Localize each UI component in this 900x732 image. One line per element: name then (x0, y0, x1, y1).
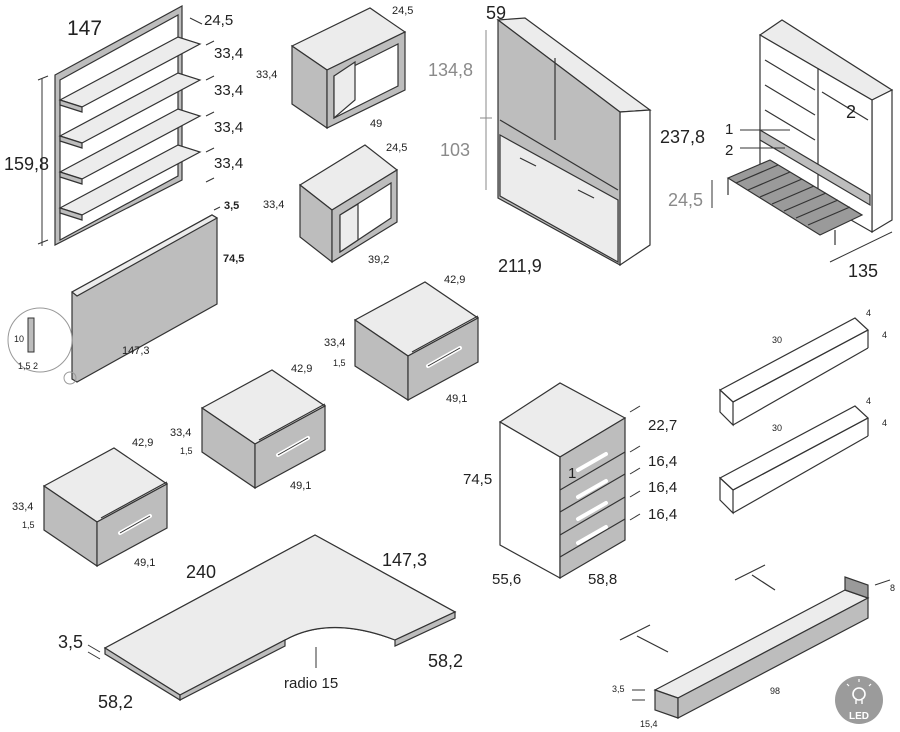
wallbed-width-label: 211,9 (498, 256, 542, 276)
headboard-width-label: 147,3 (122, 345, 150, 357)
cube2-width-label: 39,2 (368, 254, 389, 266)
led-shelf-height-label: 3,5 (612, 684, 625, 694)
drawer-unit-a (353, 281, 480, 402)
drawerB-depth-label: 42,9 (291, 363, 312, 375)
shelf-spacing-3: 33,4 (214, 119, 243, 136)
chest-depth-label: 55,6 (492, 571, 521, 588)
desk-right-side-label: 147,3 (382, 550, 427, 570)
chest-drawer-3-label: 16,4 (648, 479, 677, 496)
wall-bed-open (711, 19, 894, 263)
drawerC-offset-label: 1,5 (22, 520, 35, 530)
bed-callout-2: 2 (725, 142, 733, 159)
chest-of-drawers (498, 382, 641, 580)
desk-depth-right-label: 58,2 (428, 651, 463, 671)
drawerA-width-label: 49,1 (446, 393, 467, 405)
shelf-spacing-2: 33,4 (214, 82, 243, 99)
led-shelf-length-label: 98 (770, 686, 780, 696)
wallbed-total-height-label: 237,8 (660, 127, 705, 147)
headboard-height-label: 74,5 (223, 253, 244, 265)
led-floating-shelf (619, 564, 891, 719)
bed-depth-label: 135 (848, 261, 878, 281)
mounting-pins (619, 564, 776, 653)
wall-shelf-unit (37, 4, 215, 246)
cube2-height-label: 33,4 (263, 199, 284, 211)
chest-drawer-4-label: 16,4 (648, 506, 677, 523)
shelf-spacing-4: 33,4 (214, 155, 243, 172)
bed-slats (735, 164, 851, 226)
shelf-spacing-1: 33,4 (214, 45, 243, 62)
detail-a-label: 10 (14, 334, 24, 344)
wallbed-upper-height-label: 134,8 (428, 60, 473, 80)
corner-desk-top (87, 534, 457, 702)
bracket1-side-a-label: 4 (866, 308, 871, 318)
bracket2-side-b-label: 4 (882, 418, 887, 428)
headboard-panel (7, 206, 221, 385)
bracket2-length-label: 30 (772, 423, 782, 433)
drawerC-depth-label: 42,9 (132, 437, 153, 449)
drawer-unit-c (42, 447, 169, 568)
drawerA-offset-label: 1,5 (333, 358, 346, 368)
desk-thickness-label: 3,5 (58, 632, 83, 652)
desk-depth-left-label: 58,2 (98, 692, 133, 712)
drawerA-depth-label: 42,9 (444, 274, 465, 286)
desk-long-side-label: 240 (186, 562, 216, 582)
cube1-width-label: 49 (370, 118, 382, 130)
wallbed-lower-height-label: 103 (440, 140, 470, 160)
drawerB-width-label: 49,1 (290, 480, 311, 492)
chest-width-label: 58,8 (588, 571, 617, 588)
cube2-depth-label: 24,5 (386, 142, 407, 154)
detail-c-label: 2 (33, 361, 38, 371)
chest-drawer-1-label: 22,7 (648, 417, 677, 434)
cube1-depth-label: 24,5 (392, 5, 413, 17)
angle-bracket-1 (718, 317, 870, 427)
angle-bracket-2 (718, 405, 870, 515)
bed-callout-2b: 2 (846, 102, 856, 122)
drawer-unit-b (200, 369, 327, 490)
shelf-boards (58, 36, 202, 221)
bed-leg-height-label: 24,5 (668, 190, 703, 210)
edge-detail-circle (7, 307, 73, 373)
shelf-width-label: 147 (67, 17, 102, 40)
open-cube-1 (290, 7, 407, 130)
drawerB-height-label: 33,4 (170, 427, 191, 439)
drawerB-offset-label: 1,5 (180, 446, 193, 456)
drawerC-width-label: 49,1 (134, 557, 155, 569)
wall-bed-closed (480, 17, 652, 267)
shelf-height-label: 159,8 (4, 154, 49, 174)
bracket1-length-label: 30 (772, 335, 782, 345)
detail-b-label: 1,5 (18, 361, 31, 371)
led-shelf-back-label: 8 (890, 583, 895, 593)
drawerA-height-label: 33,4 (324, 337, 345, 349)
chest-height-label: 74,5 (463, 471, 492, 488)
chest-callout-1: 1 (568, 465, 576, 482)
bracket2-side-a-label: 4 (866, 396, 871, 406)
headboard-thickness-label: 3,5 (224, 200, 239, 212)
bracket1-side-b-label: 4 (882, 330, 887, 340)
cube1-height-label: 33,4 (256, 69, 277, 81)
desk-radius-label: radio 15 (284, 675, 338, 692)
led-badge-icon: LED (835, 676, 883, 724)
drawerC-height-label: 33,4 (12, 501, 33, 513)
led-shelf-depth-label: 15,4 (640, 719, 658, 729)
led-badge-label: LED (849, 711, 869, 722)
open-cube-2 (298, 144, 399, 264)
shelf-depth-label: 24,5 (204, 12, 233, 29)
wallbed-depth-label: 59 (486, 3, 506, 23)
bed-callout-1: 1 (725, 121, 733, 138)
chest-drawer-2-label: 16,4 (648, 453, 677, 470)
